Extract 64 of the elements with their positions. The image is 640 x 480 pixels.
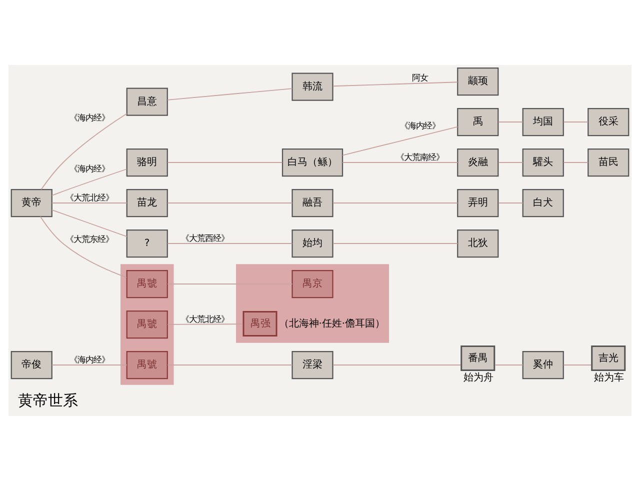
node-box: 始均 [292,228,334,258]
node-box: 役采 [588,107,630,136]
connector [498,121,524,122]
node-box: 帝俊 [10,350,52,379]
node-label: （北海神·任姓·儋耳国） [278,318,385,329]
node-box: 融吾 [292,188,334,217]
node-box: ? [126,228,168,258]
connector [167,202,293,203]
connector [332,242,458,244]
node-box: 淫梁 [292,350,334,379]
node-box: 炎融 [457,148,499,176]
node-box: 禺虢 [126,269,168,298]
node-box: 白马（鲧） [282,148,344,176]
connector [342,126,458,156]
edge-label: 《海内经》 [400,120,440,130]
connector [40,216,127,278]
connector [332,81,458,86]
connector [40,112,128,190]
connector [52,209,128,237]
connector [494,364,524,365]
node-box: 昌意 [126,87,168,116]
edge-label: 《大荒西经》 [180,232,229,243]
edge-label: 《海内经》 [69,354,110,364]
connector [52,168,128,196]
edge-label: 《大荒东经》 [65,233,114,244]
node-box: 苗龙 [126,188,168,217]
connector [332,202,458,203]
connector [167,88,293,100]
node-box: 北狄 [457,228,499,258]
node-label: 始为舟 [463,372,494,383]
cluster [120,264,174,384]
edge-label: 阿女 [412,72,428,82]
node-box: 苗民 [588,148,630,176]
node-label: 始为车 [594,372,624,383]
connector [332,364,461,365]
node-box: 禹 [457,107,499,136]
connector [167,323,243,324]
node-box: 驩头 [522,148,564,176]
edge-label: 《大荒北经》 [180,314,229,324]
node-box: 奚仲 [522,350,564,379]
edge-label: 《大荒南经》 [396,152,444,162]
node-box: 颛顼 [457,66,499,96]
cluster [236,264,389,342]
node-box: 弄明 [457,188,499,217]
node-box: 禺虢 [126,310,168,338]
edge-label: 《大荒北经》 [65,192,114,202]
edge-label: 《海内经》 [69,112,110,122]
connector [498,202,524,203]
connector [167,242,293,244]
connector [52,364,128,365]
node-box: 黄帝 [10,188,52,217]
node-box: 禺京 [292,269,334,298]
edge-label: 《海内经》 [69,162,110,173]
node-box: 均国 [522,107,564,136]
connector [563,121,588,122]
diagram-title: 黄帝世系 [18,391,78,409]
connector [167,283,293,284]
node-box: 韩流 [292,72,334,100]
node-box: 骆明 [126,148,168,176]
connector [563,364,592,365]
node-box: 白犬 [522,188,564,217]
connector [167,364,293,365]
node-box: 禺號 [126,350,168,379]
connector [52,202,128,203]
